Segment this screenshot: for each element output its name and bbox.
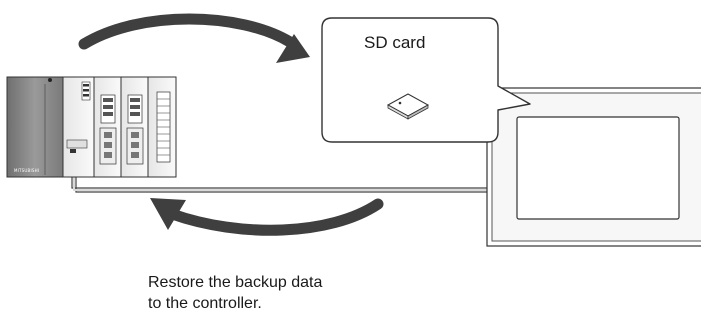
sd-card-icon [386, 93, 430, 120]
got-display-unit [486, 87, 701, 247]
caption-line-1: Restore the backup data [148, 274, 323, 291]
caption-text: Restore the backup data to the controlle… [148, 272, 322, 314]
arrow-to-sd-card [78, 13, 310, 63]
plc-brand-label: MITSUBISHI [14, 168, 40, 173]
sd-card-callout [321, 17, 531, 143]
caption-line-2: to the controller. [148, 295, 262, 312]
callout-title: SD card [364, 33, 426, 52]
arrow-restore-to-controller [150, 198, 384, 236]
plc-controller [6, 76, 177, 178]
